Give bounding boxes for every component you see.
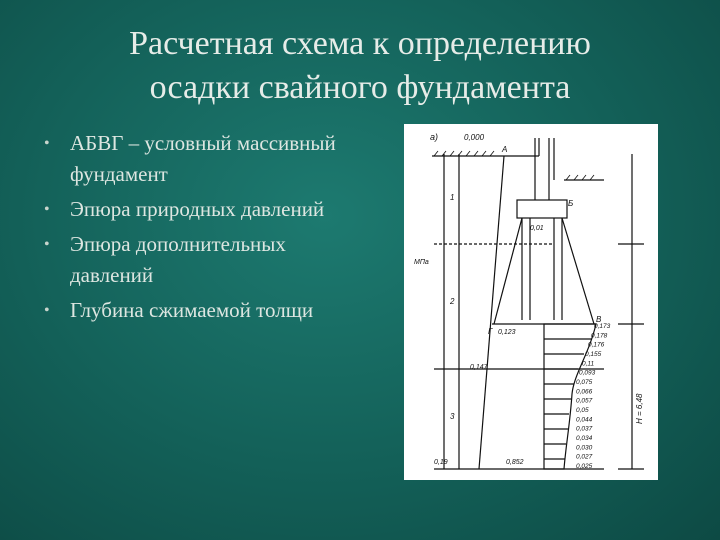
bullet-item: • Глубина сжимаемой толщи — [42, 295, 372, 326]
g-value-label: 0,123 — [498, 329, 516, 336]
mid-value-label: 0,147 — [470, 364, 489, 371]
stress-value-label: 0,066 — [576, 388, 593, 395]
stress-value-label: 0,05 — [576, 407, 589, 414]
layer-1-label: 1 — [450, 193, 454, 202]
right-dimension-label: H = 6,48 — [635, 393, 644, 424]
layer-3-label: 3 — [450, 412, 455, 421]
bullet-icon: • — [44, 302, 50, 319]
stress-value-label: 0,027 — [576, 454, 593, 461]
bullet-icon: • — [44, 236, 50, 253]
point-v-label: В — [596, 315, 602, 324]
bullet-item: • Эпюра природных давлений — [42, 194, 372, 225]
top-elevation-label: 0,000 — [464, 133, 485, 142]
upper-value-label: 0,01 — [530, 225, 544, 232]
stress-value-label: 0,155 — [585, 351, 602, 358]
scheme-drawing: а) 0,000 А Б В Г 0,123 0,01 0,147 0,19 0… — [414, 132, 644, 470]
units-label: МПа — [414, 259, 429, 266]
stress-value-label: 0,11 — [582, 360, 595, 367]
title-line-1: Расчетная схема к определению — [129, 25, 591, 62]
bullet-text: Эпюра дополнительных давлений — [70, 232, 286, 287]
bullet-text: АБВГ – условный массивный фундамент — [70, 131, 336, 186]
panel-label: а) — [430, 132, 438, 142]
point-a-label: А — [501, 145, 507, 154]
point-b-label: Б — [568, 199, 573, 208]
bullet-icon: • — [44, 135, 50, 152]
bullet-text: Эпюра природных давлений — [70, 197, 325, 221]
stress-value-label: 0,030 — [576, 444, 593, 451]
title-line-2: осадки свайного фундамента — [149, 69, 571, 106]
deep-value-label: 0,19 — [434, 459, 448, 466]
bullet-item: • Эпюра дополнительных давлений — [42, 229, 372, 291]
stress-value-labels: 0,173 0,178 0,176 0,155 0,11 0,093 0,075 0,066 0… — [576, 323, 611, 470]
point-g-label: Г — [488, 327, 493, 336]
stress-value-label: 0,075 — [576, 379, 593, 386]
settlement-scheme-figure: а) 0,000 А Б В Г 0,123 0,01 0,147 0,19 0… — [404, 124, 658, 480]
bottom-value-label: 0,852 — [506, 459, 524, 466]
stress-value-label: 0,173 — [594, 323, 611, 330]
stress-value-label: 0,057 — [576, 398, 593, 405]
slide-title: Расчетная схема к определению осадки сва… — [40, 22, 680, 110]
bullet-list: • АБВГ – условный массивный фундамент • Эп… — [42, 128, 372, 330]
stress-value-label: 0,044 — [576, 416, 593, 423]
bullet-text: Глубина сжимаемой толщи — [70, 298, 314, 322]
stress-value-label: 0,176 — [588, 342, 605, 349]
stress-value-label: 0,025 — [576, 463, 593, 470]
stress-value-label: 0,037 — [576, 426, 593, 433]
stress-value-label: 0,178 — [591, 332, 608, 339]
stress-value-label: 0,034 — [576, 435, 593, 442]
layer-2-label: 2 — [449, 297, 455, 306]
bullet-item: • АБВГ – условный массивный фундамент — [42, 128, 372, 190]
bullet-icon: • — [44, 201, 50, 218]
stress-value-label: 0,093 — [579, 370, 596, 377]
